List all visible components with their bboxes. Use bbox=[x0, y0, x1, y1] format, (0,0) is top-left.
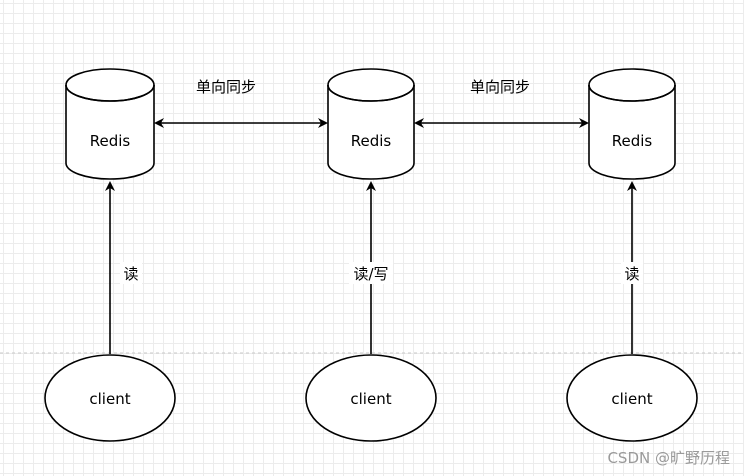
client-label-left: client bbox=[89, 390, 130, 408]
label-bg-center bbox=[349, 262, 393, 284]
watermark-text: CSDN @旷野历程 bbox=[607, 449, 730, 467]
client-node-right[interactable]: client bbox=[566, 354, 698, 442]
redis-node-right[interactable]: Redis bbox=[588, 68, 676, 180]
client-node-center[interactable]: client bbox=[305, 354, 437, 442]
client-label-center: client bbox=[350, 390, 391, 408]
client-label-right: client bbox=[611, 390, 652, 408]
client-node-left[interactable]: client bbox=[44, 354, 176, 442]
label-bg-right bbox=[621, 262, 643, 284]
access-label-right: 读 bbox=[624, 265, 639, 283]
sync-label-left: 单向同步 bbox=[196, 78, 256, 96]
redis-label-center: Redis bbox=[351, 132, 392, 150]
redis-node-center[interactable]: Redis bbox=[327, 68, 415, 180]
label-bg-left bbox=[120, 262, 142, 284]
redis-node-left[interactable]: Redis bbox=[65, 68, 155, 180]
redis-label-left: Redis bbox=[90, 132, 131, 150]
access-label-left: 读 bbox=[123, 265, 138, 283]
sync-label-right: 单向同步 bbox=[470, 78, 530, 96]
redis-label-right: Redis bbox=[612, 132, 653, 150]
access-label-center: 读/写 bbox=[353, 265, 388, 283]
